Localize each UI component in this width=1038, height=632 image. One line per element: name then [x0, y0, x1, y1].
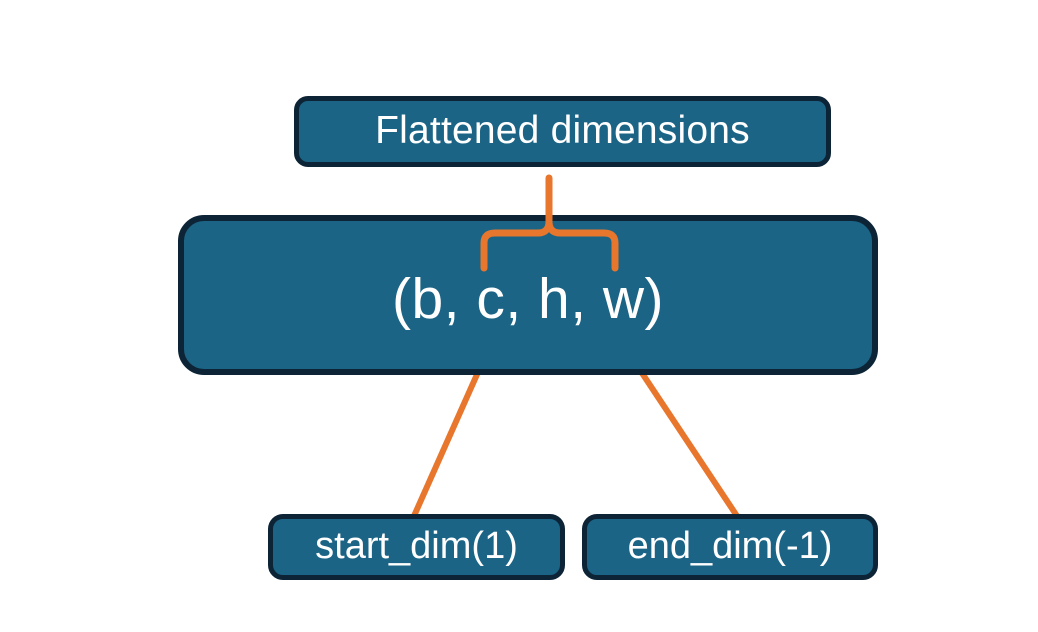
tensor-shape-box[interactable]: (b, c, h, w) [178, 215, 878, 375]
flattened-dimensions-label: Flattened dimensions [375, 109, 750, 153]
end-dim-box[interactable]: end_dim(-1) [582, 514, 878, 580]
end-dim-label: end_dim(-1) [627, 525, 833, 568]
start-dim-label: start_dim(1) [315, 525, 518, 568]
flattened-dimensions-box[interactable]: Flattened dimensions [294, 96, 831, 167]
start-dim-box[interactable]: start_dim(1) [268, 514, 565, 580]
tensor-shape-label: (b, c, h, w) [391, 266, 665, 331]
